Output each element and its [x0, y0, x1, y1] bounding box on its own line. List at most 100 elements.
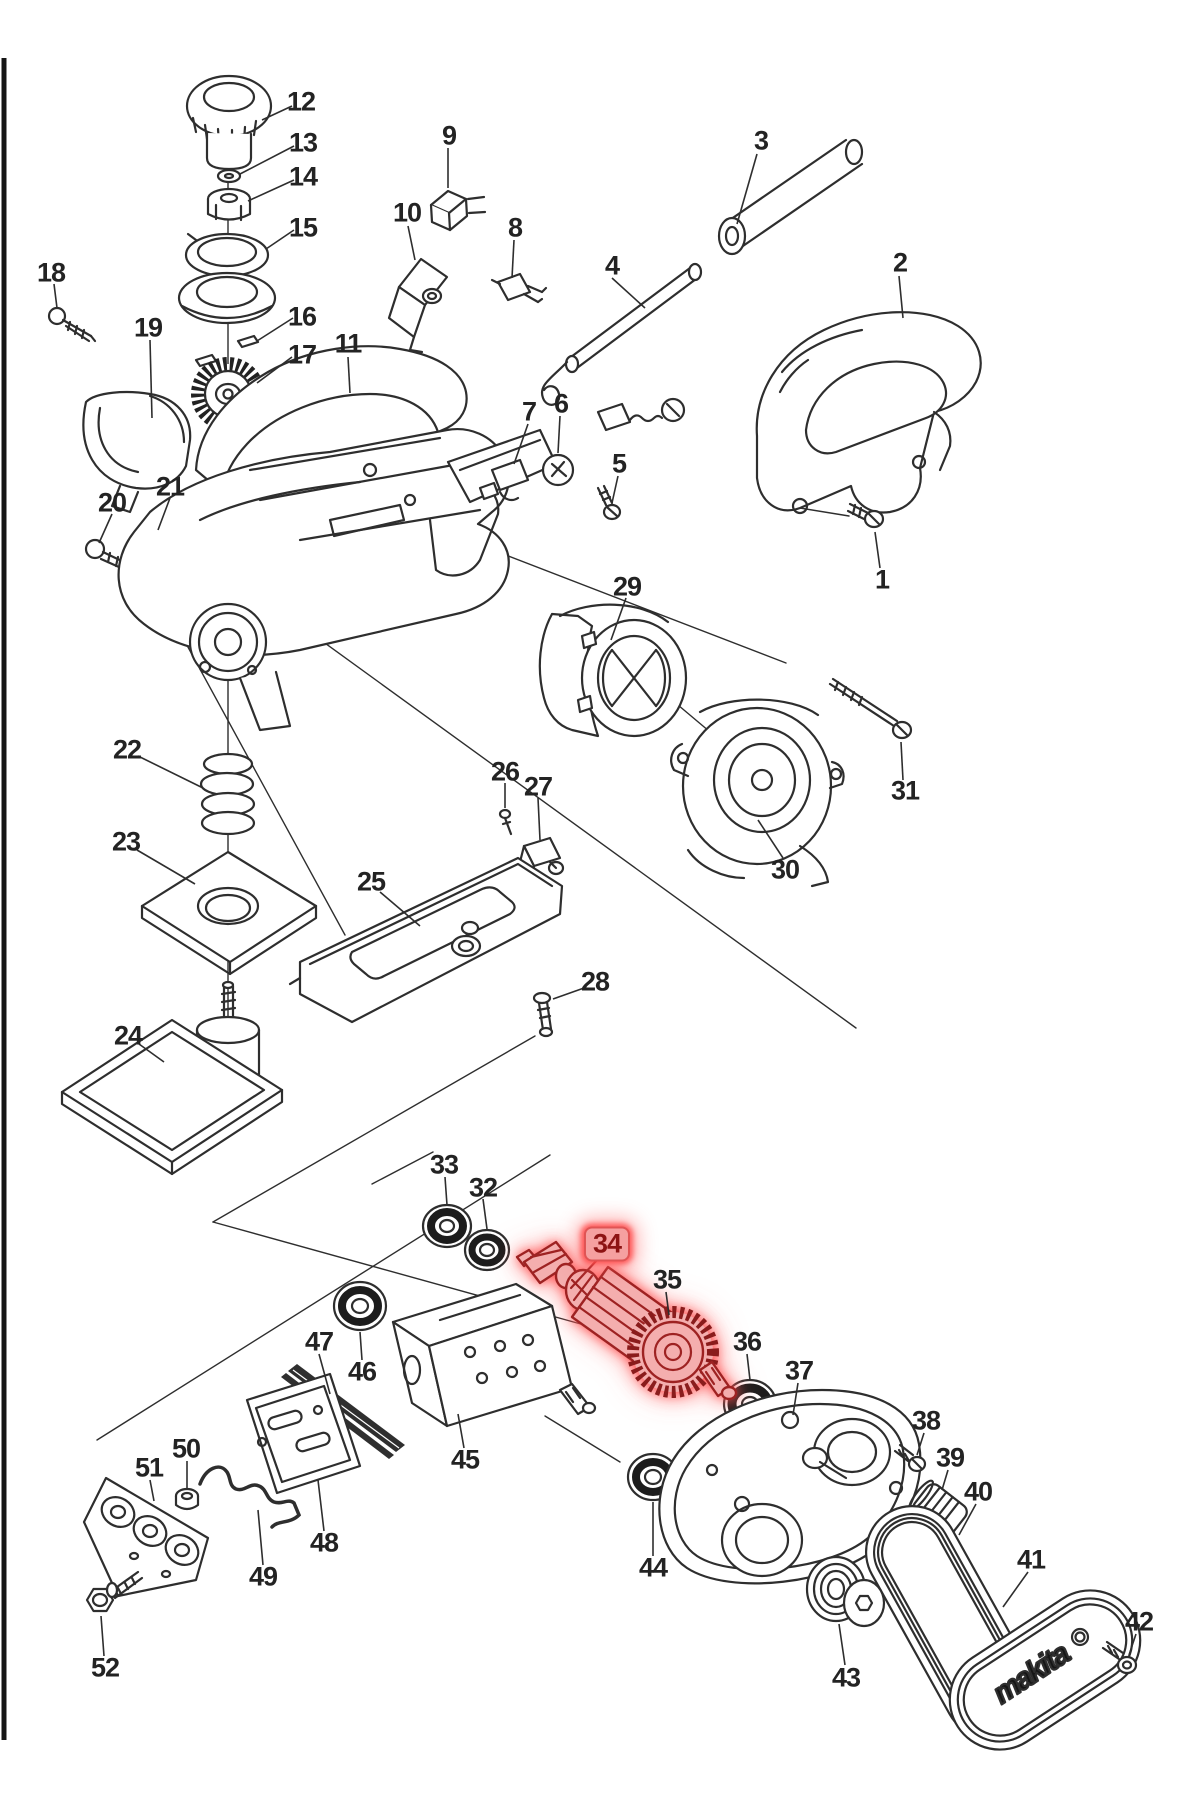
leader-8	[511, 239, 515, 279]
part-label-4[interactable]: 4	[604, 250, 620, 281]
part-label-14[interactable]: 14	[288, 161, 318, 192]
part-label-18[interactable]: 18	[36, 257, 66, 288]
part-label-3[interactable]: 3	[753, 125, 769, 156]
part-label-23[interactable]: 23	[111, 826, 141, 857]
part-label-43[interactable]: 43	[831, 1662, 861, 1693]
leader-5	[611, 475, 619, 504]
part-label-30[interactable]: 30	[770, 854, 800, 885]
part-label-38[interactable]: 38	[911, 1405, 941, 1436]
part-label-37[interactable]: 37	[784, 1355, 814, 1386]
leader-18	[53, 283, 58, 309]
part-label-16[interactable]: 16	[287, 301, 317, 332]
part-label-33[interactable]: 33	[429, 1149, 459, 1180]
leader-40	[958, 1503, 977, 1536]
part-label-27[interactable]: 27	[523, 771, 553, 802]
leader-31	[900, 741, 904, 781]
part-label-25[interactable]: 25	[356, 866, 386, 897]
part-label-13[interactable]: 13	[288, 127, 318, 158]
part-52-bolt	[85, 1570, 144, 1613]
leader-1	[874, 531, 881, 569]
leader-35	[665, 1291, 670, 1316]
part-6-brush-cap	[466, 195, 686, 487]
part-label-40[interactable]: 40	[963, 1476, 993, 1507]
part-label-39[interactable]: 39	[935, 1442, 965, 1473]
part-38-screw	[893, 1443, 927, 1473]
leader-6	[557, 415, 561, 454]
part-37-gear-housing	[658, 1388, 922, 1585]
leader-23	[136, 849, 196, 885]
leader-19	[149, 339, 153, 419]
part-label-35[interactable]: 35	[652, 1264, 682, 1295]
part-label-50[interactable]: 50	[171, 1433, 201, 1464]
part-label-47[interactable]: 47	[304, 1326, 334, 1357]
part-label-48[interactable]: 48	[309, 1527, 339, 1558]
part-label-20[interactable]: 20	[97, 487, 127, 518]
part-label-21[interactable]: 21	[155, 471, 185, 502]
part-label-1[interactable]: 1	[874, 564, 890, 595]
part-41-belt-cover: makita	[948, 1589, 1142, 1751]
part-23-plate	[140, 850, 318, 976]
part-label-7[interactable]: 7	[521, 396, 537, 427]
part-label-19[interactable]: 19	[133, 312, 163, 343]
part-label-31[interactable]: 31	[890, 775, 920, 806]
part-30-fan-housing	[670, 698, 845, 888]
leader-16	[256, 317, 294, 342]
part-9-carbon-brush	[429, 189, 469, 232]
part-label-12[interactable]: 12	[286, 86, 316, 117]
leader-41	[1002, 1571, 1029, 1608]
leader-21	[157, 497, 171, 531]
part-label-6[interactable]: 6	[553, 388, 569, 419]
part-label-49[interactable]: 49	[248, 1561, 278, 1592]
leader-30	[757, 819, 784, 859]
part-29-stator	[538, 603, 688, 738]
part-label-9[interactable]: 9	[441, 120, 457, 151]
leader-17	[256, 356, 293, 384]
leader-14	[247, 179, 295, 202]
part-label-22[interactable]: 22	[112, 734, 142, 765]
part-label-26[interactable]: 26	[490, 756, 520, 787]
part-15-bearing-ring	[177, 232, 277, 325]
part-label-5[interactable]: 5	[611, 448, 627, 479]
part-label-46[interactable]: 46	[347, 1356, 377, 1387]
leader-49	[257, 1509, 264, 1566]
part-label-15[interactable]: 15	[288, 212, 318, 243]
leader-7	[513, 423, 529, 465]
part-42-screw	[1101, 1640, 1138, 1675]
leader-52	[100, 1615, 105, 1657]
part-label-10[interactable]: 10	[392, 197, 422, 228]
part-label-2[interactable]: 2	[892, 247, 908, 278]
part-label-51[interactable]: 51	[134, 1452, 164, 1483]
part-25-base-plate	[288, 856, 564, 1024]
part-label-34[interactable]: 34	[583, 1226, 631, 1262]
leader-27	[537, 797, 541, 841]
leader-46	[359, 1331, 363, 1361]
part-label-41[interactable]: 41	[1016, 1544, 1046, 1575]
part-label-24[interactable]: 24	[113, 1020, 143, 1051]
part-11-housing	[117, 345, 558, 732]
part-33-bearing	[421, 1203, 473, 1249]
part-label-44[interactable]: 44	[638, 1552, 668, 1583]
part-13-washer	[216, 168, 242, 184]
part-label-11[interactable]: 11	[334, 328, 363, 359]
leader-11	[347, 356, 351, 394]
leader-4	[611, 277, 646, 309]
leader-42	[1128, 1633, 1137, 1656]
part-label-17[interactable]: 17	[287, 339, 317, 370]
leader-15	[265, 229, 295, 250]
part-label-45[interactable]: 45	[450, 1444, 480, 1475]
part-label-42[interactable]: 42	[1124, 1606, 1154, 1637]
part-28-screw	[532, 991, 554, 1038]
part-26-pin	[498, 808, 513, 836]
part-label-28[interactable]: 28	[580, 966, 610, 997]
leader-lines	[53, 105, 1137, 1666]
part-32-bearing	[463, 1228, 511, 1272]
part-label-52[interactable]: 52	[90, 1652, 120, 1683]
part-label-32[interactable]: 32	[468, 1172, 498, 1203]
part-label-29[interactable]: 29	[612, 571, 642, 602]
part-5-screw	[596, 484, 622, 521]
part-label-8[interactable]: 8	[507, 212, 523, 243]
part-24-frame	[60, 980, 284, 1176]
part-label-36[interactable]: 36	[732, 1326, 762, 1357]
leader-28	[552, 987, 585, 1000]
